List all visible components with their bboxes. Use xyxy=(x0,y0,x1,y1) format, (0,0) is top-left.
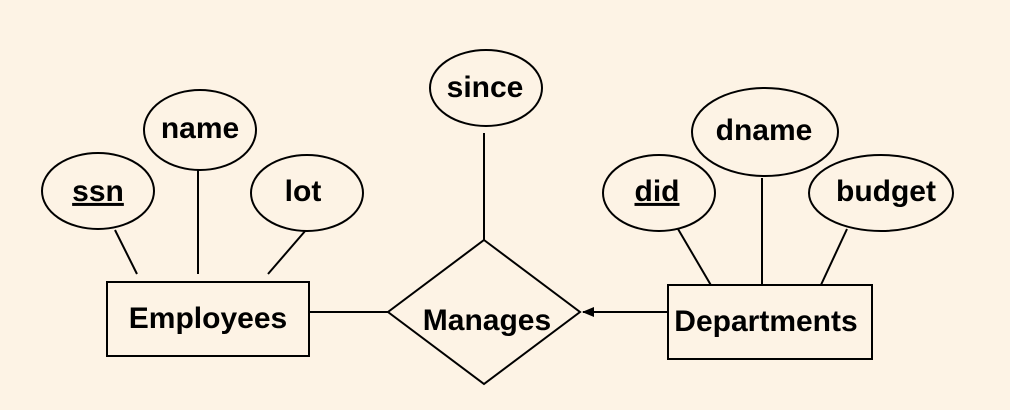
attribute-did-label: did xyxy=(635,175,680,208)
attribute-lot-label: lot xyxy=(285,175,322,208)
attribute-since: since xyxy=(429,49,543,127)
attribute-lot-oval xyxy=(250,154,364,232)
entity-departments: Departments xyxy=(667,284,873,360)
entity-departments-label: Departments xyxy=(674,305,857,338)
attribute-name-oval xyxy=(143,89,257,171)
attribute-did-oval xyxy=(602,154,716,232)
attribute-ssn-oval xyxy=(41,152,155,230)
attribute-dname: dname xyxy=(691,87,839,177)
attribute-ssn-label: ssn xyxy=(72,175,124,208)
connectors xyxy=(114,133,848,317)
attribute-budget-oval xyxy=(808,154,954,232)
attribute-budget-label: budget xyxy=(836,175,936,208)
attribute-name-label: name xyxy=(161,112,239,145)
entity-employees: Employees xyxy=(106,281,310,357)
budget-connector xyxy=(819,228,848,288)
relationship-manages: Manages xyxy=(386,238,582,386)
attribute-since-oval xyxy=(429,49,543,127)
entity-departments-box xyxy=(667,284,873,360)
did-connector xyxy=(677,228,713,288)
relationship-manages-diamond xyxy=(386,238,582,386)
attribute-name: name xyxy=(143,89,257,171)
attribute-did: did xyxy=(602,154,716,232)
relationship-manages-label: Manages xyxy=(423,304,551,337)
attribute-ssn: ssn xyxy=(41,152,155,230)
attribute-dname-oval xyxy=(691,87,839,177)
entity-employees-box xyxy=(106,281,310,357)
ssn-connector xyxy=(114,229,138,275)
attribute-lot: lot xyxy=(250,154,364,232)
attribute-since-label: since xyxy=(447,71,524,104)
attribute-budget: budget xyxy=(808,154,954,232)
attribute-dname-label: dname xyxy=(716,114,813,147)
entity-employees-label: Employees xyxy=(129,302,287,335)
lot-connector xyxy=(267,229,307,275)
